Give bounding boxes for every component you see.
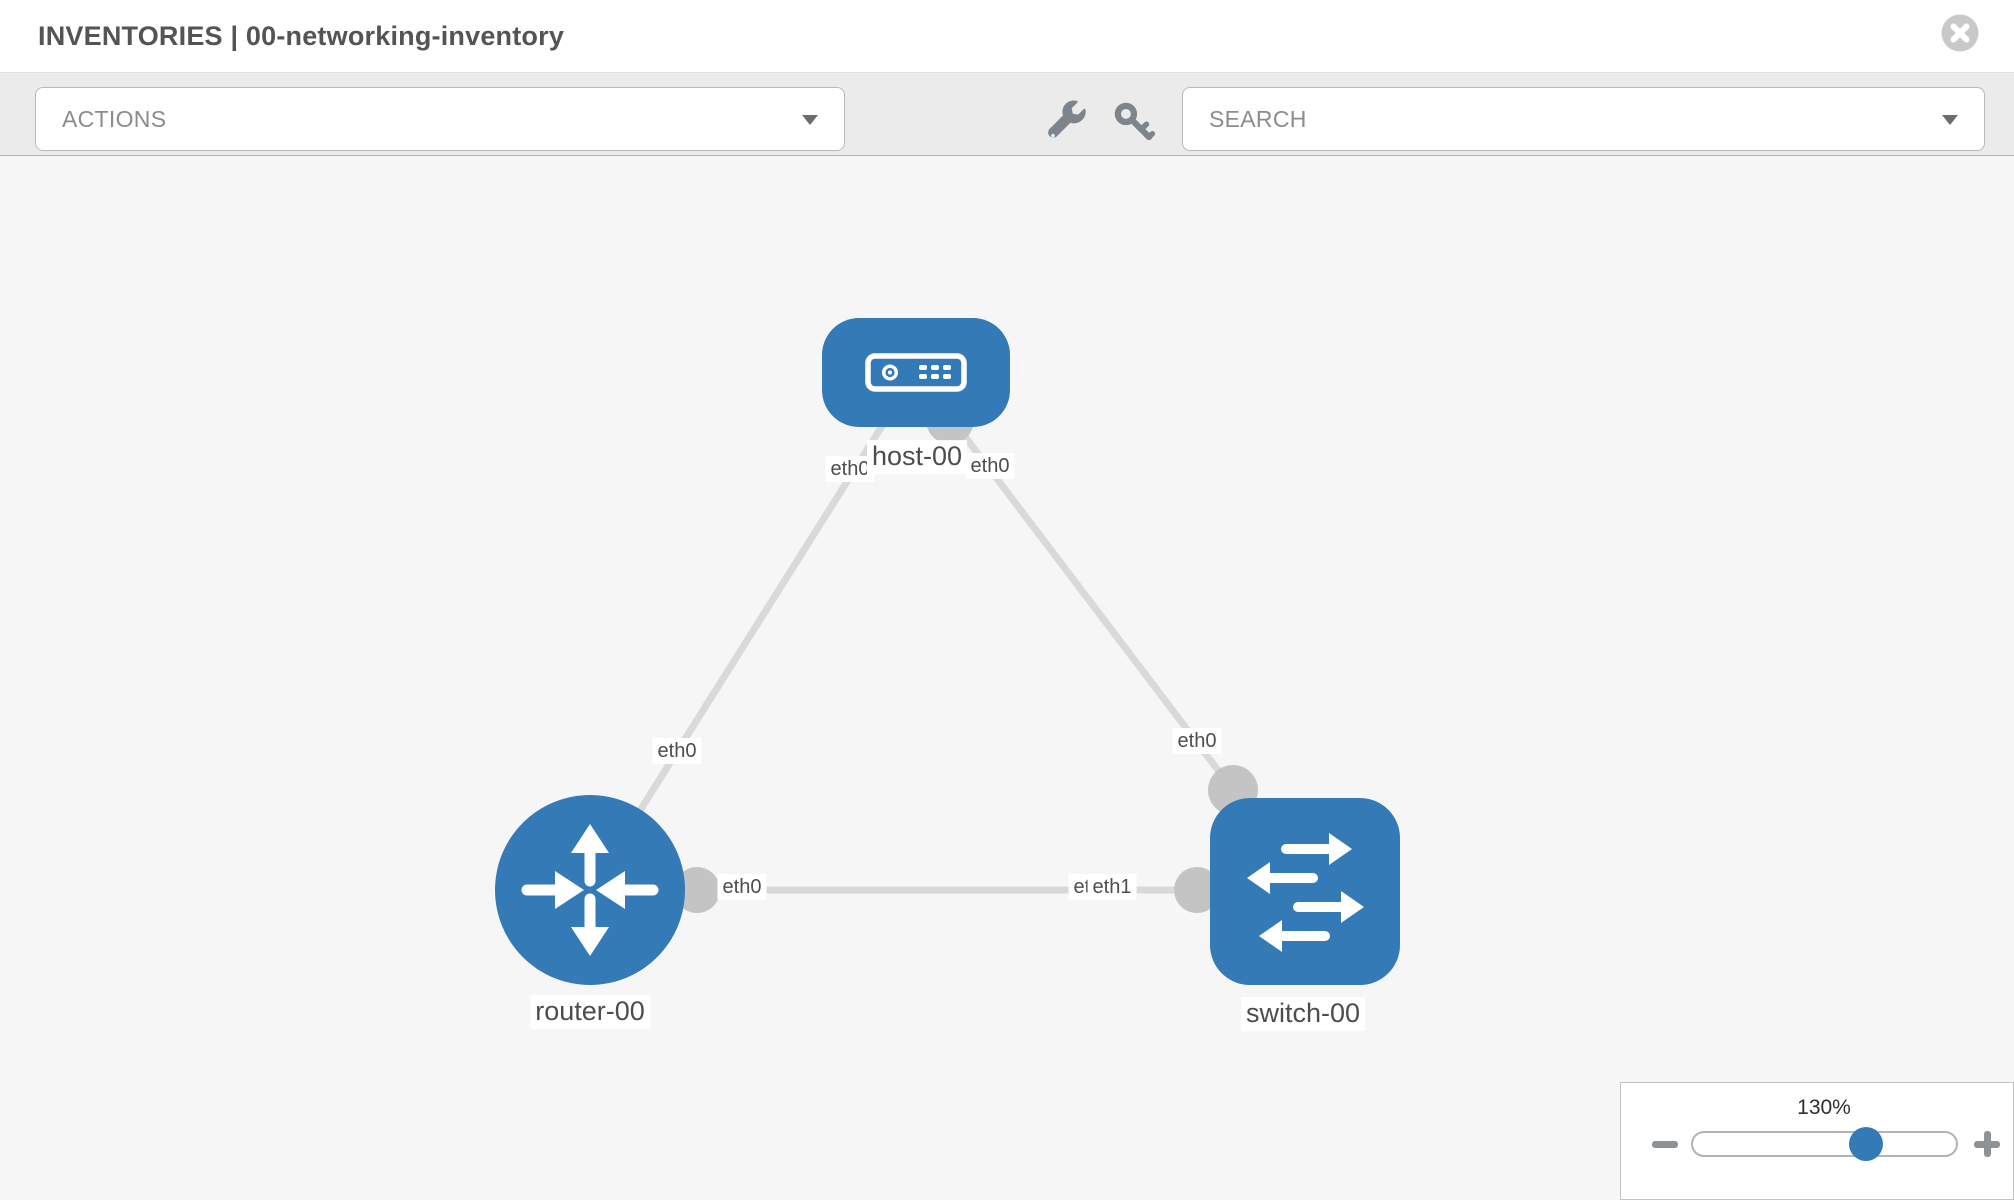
zoom-out-button[interactable] [1648, 1127, 1682, 1161]
zoom-slider-thumb[interactable] [1849, 1127, 1883, 1161]
search-dropdown-label: SEARCH [1209, 105, 1307, 132]
zoom-slider[interactable] [1691, 1127, 1958, 1161]
node-router-00[interactable] [495, 795, 685, 985]
page-header: INVENTORIES | 00-networking-inventory [0, 0, 2014, 72]
minus-icon [1652, 1141, 1678, 1148]
node-label-router-00: router-00 [530, 995, 650, 1029]
zoom-in-button[interactable] [1970, 1127, 2004, 1161]
interface-label: eth1 [1087, 874, 1137, 900]
page-title: INVENTORIES | 00-networking-inventory [38, 20, 565, 51]
zoom-level: 130% [1797, 1096, 1851, 1119]
key-icon [1114, 102, 1156, 141]
node-label-switch-00: switch-00 [1240, 997, 1366, 1031]
close-icon [1941, 14, 1979, 52]
chevron-down-icon [802, 115, 818, 125]
switch-icon [1247, 833, 1364, 952]
credentials-button[interactable] [1112, 100, 1156, 144]
interface-label: eth0 [1172, 728, 1222, 754]
interface-connector-router [674, 867, 720, 913]
node-label-host-00: host-00 [866, 440, 968, 474]
interface-label: eth0 [965, 453, 1015, 479]
node-host-00[interactable] [822, 318, 1010, 427]
search-dropdown[interactable]: SEARCH [1182, 87, 1985, 151]
toolbar: ACTIONS SEARCH [0, 72, 2014, 156]
configure-button[interactable] [1044, 100, 1088, 144]
host-icon [865, 353, 967, 392]
node-switch-00[interactable] [1210, 798, 1400, 985]
close-button[interactable] [1941, 14, 1979, 52]
plus-icon [1974, 1131, 2000, 1157]
interface-label: eth0 [717, 874, 767, 900]
actions-dropdown[interactable]: ACTIONS [35, 87, 845, 151]
actions-dropdown-label: ACTIONS [62, 105, 167, 132]
interface-label: eth0 [652, 738, 702, 764]
wrench-icon [1048, 100, 1086, 138]
interface-connector-switch-left [1174, 867, 1220, 913]
interface-label: eth0 [825, 456, 875, 482]
zoom-panel: 130% [1620, 1082, 2014, 1200]
link-host00-switch00[interactable] [913, 369, 1236, 793]
router-icon [521, 824, 659, 956]
chevron-down-icon [1942, 115, 1958, 125]
